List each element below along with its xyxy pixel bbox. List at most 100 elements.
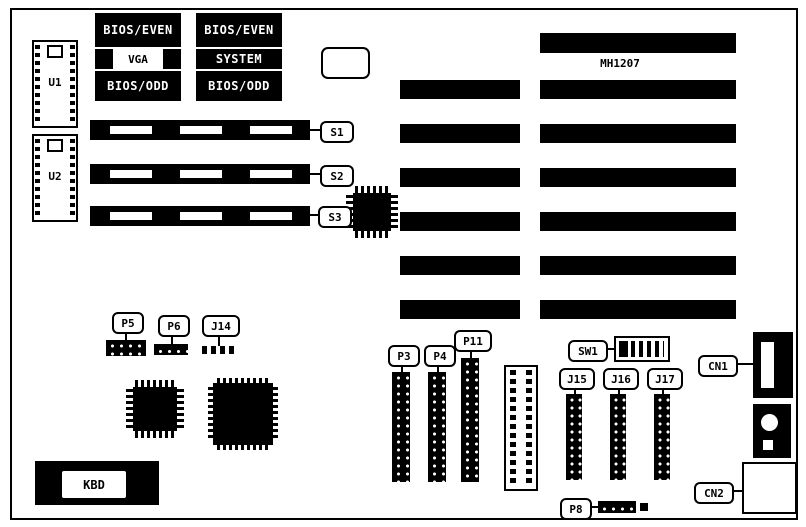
switch-bars bbox=[631, 341, 664, 357]
chip-pins bbox=[135, 380, 175, 387]
slot-segment bbox=[180, 212, 222, 220]
crystal-oscillator bbox=[321, 47, 370, 79]
board-model-label: MH1207 bbox=[600, 56, 640, 70]
chip-pins bbox=[271, 387, 278, 441]
memory-slot-s2 bbox=[90, 164, 310, 184]
expansion-slot bbox=[400, 168, 520, 187]
callout-line-cn2 bbox=[730, 490, 742, 492]
callout-line-s2 bbox=[308, 173, 322, 175]
rom-bios-even-left: BIOS/EVEN bbox=[95, 13, 181, 47]
chip-pins bbox=[217, 443, 269, 450]
callout-line-p4 bbox=[437, 363, 439, 372]
cn1-port-opening bbox=[761, 342, 774, 388]
chip-pins bbox=[217, 378, 269, 385]
u1-label: U1 bbox=[48, 76, 62, 89]
u2-label: U2 bbox=[48, 170, 62, 183]
cn2-connector bbox=[742, 462, 797, 514]
callout-line-cn1 bbox=[734, 363, 753, 365]
din-port-circle bbox=[761, 414, 778, 431]
callout-sw1: SW1 bbox=[568, 340, 608, 362]
header-p11 bbox=[461, 358, 479, 482]
callout-j16: J16 bbox=[603, 368, 639, 390]
expansion-slot bbox=[400, 124, 520, 143]
header-large bbox=[504, 365, 538, 491]
expansion-slot bbox=[540, 168, 736, 187]
qfp-chip-3 bbox=[208, 378, 278, 450]
slot-segment bbox=[180, 126, 222, 134]
callout-line-j15 bbox=[574, 386, 576, 394]
rom-bios-even-right: BIOS/EVEN bbox=[196, 13, 282, 47]
chip-body bbox=[353, 193, 391, 231]
callout-line-s3 bbox=[306, 214, 320, 216]
chip-pins bbox=[126, 389, 133, 429]
callout-line-p3 bbox=[401, 363, 403, 372]
expansion-slot bbox=[400, 300, 520, 319]
expansion-slot bbox=[400, 256, 520, 275]
header-p3 bbox=[392, 372, 410, 482]
header-j17 bbox=[654, 394, 670, 480]
slot-segment bbox=[250, 212, 292, 220]
rom-bios-odd-right: BIOS/ODD bbox=[196, 71, 282, 101]
expansion-slot bbox=[400, 80, 520, 99]
rom-system: SYSTEM bbox=[196, 49, 282, 69]
callout-line-s1 bbox=[308, 129, 322, 131]
callout-line-p6 bbox=[171, 333, 173, 344]
callout-cn2: CN2 bbox=[694, 482, 734, 504]
header-j14 bbox=[202, 346, 236, 354]
u2-pin-row-left bbox=[35, 139, 40, 217]
callout-j17: J17 bbox=[647, 368, 683, 390]
expansion-slot bbox=[540, 212, 736, 231]
u1-pin-row-left bbox=[35, 45, 40, 123]
callout-line-p11 bbox=[470, 348, 472, 358]
chip-body bbox=[213, 383, 273, 445]
expansion-slot bbox=[540, 256, 736, 275]
callout-line-j14 bbox=[218, 333, 220, 346]
header-j16 bbox=[610, 394, 626, 480]
header-p4 bbox=[428, 372, 446, 482]
u1-pin-row-right bbox=[70, 45, 75, 123]
callout-line-p8 bbox=[588, 506, 598, 508]
callout-line-j17 bbox=[662, 386, 664, 394]
header-p8-pin-block bbox=[640, 503, 648, 511]
u1-notch bbox=[47, 45, 63, 58]
rom-vga-label: VGA bbox=[113, 49, 163, 69]
rom-vga-row: VGA bbox=[95, 49, 181, 69]
slot-segment bbox=[250, 170, 292, 178]
switch-block bbox=[619, 341, 628, 357]
header-p8 bbox=[598, 501, 636, 513]
callout-p5: P5 bbox=[112, 312, 144, 334]
expansion-slot bbox=[400, 212, 520, 231]
callout-s1: S1 bbox=[320, 121, 354, 143]
memory-slot-s1 bbox=[90, 120, 310, 140]
cn1-connector bbox=[753, 332, 793, 398]
chip-pins bbox=[208, 387, 215, 441]
dip-switch-sw1 bbox=[614, 336, 670, 362]
chip-pins bbox=[355, 231, 389, 238]
din-port-square bbox=[763, 440, 773, 450]
callout-p4: P4 bbox=[424, 345, 456, 367]
din-connector bbox=[753, 404, 791, 458]
callout-j15: J15 bbox=[559, 368, 595, 390]
callout-line-p5 bbox=[125, 330, 127, 340]
u2-socket: U2 bbox=[32, 134, 78, 222]
slot-segment bbox=[180, 170, 222, 178]
callout-p3: P3 bbox=[388, 345, 420, 367]
u2-pin-row-right bbox=[70, 139, 75, 217]
kbd-label: KBD bbox=[60, 469, 128, 500]
expansion-slot bbox=[540, 124, 736, 143]
qfp-chip-1 bbox=[346, 186, 398, 238]
slot-segment bbox=[110, 212, 152, 220]
chip-pins bbox=[177, 389, 184, 429]
callout-line-sw1 bbox=[604, 348, 614, 350]
rom-bios-odd-left: BIOS/ODD bbox=[95, 71, 181, 101]
expansion-slot bbox=[540, 80, 736, 99]
expansion-slot bbox=[540, 300, 736, 319]
header-p5 bbox=[106, 340, 146, 356]
memory-slot-s3 bbox=[90, 206, 310, 226]
u2-notch bbox=[47, 139, 63, 152]
u1-socket: U1 bbox=[32, 40, 78, 128]
callout-line-j16 bbox=[618, 386, 620, 394]
callout-j14: J14 bbox=[202, 315, 240, 337]
callout-p11: P11 bbox=[454, 330, 492, 352]
